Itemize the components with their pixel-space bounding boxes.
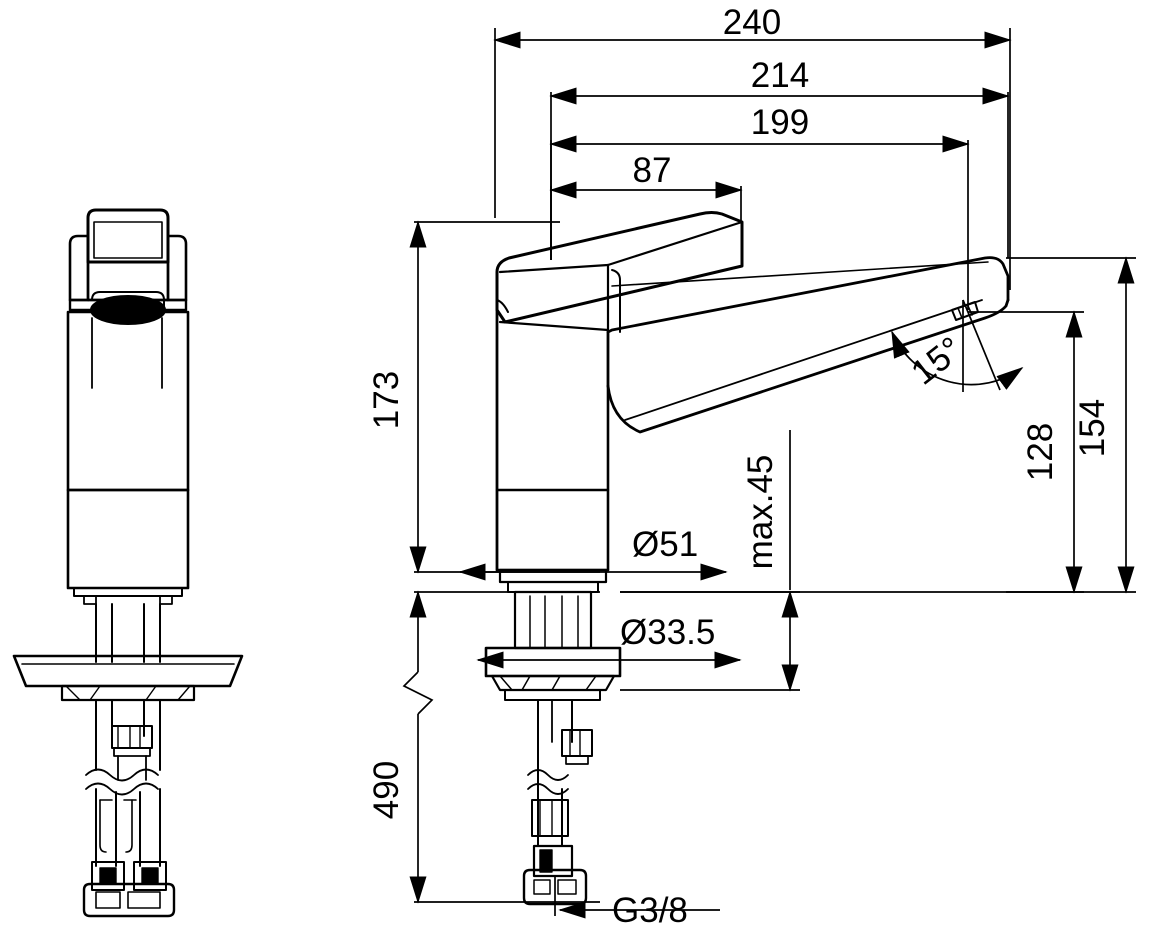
dimension-label-154: 154 xyxy=(1073,399,1112,457)
front-view-faucet xyxy=(12,208,244,918)
dimension-154-line xyxy=(1006,256,1136,594)
side-view-faucet xyxy=(484,211,1010,906)
dimension-label-128: 128 xyxy=(1021,423,1060,481)
dimension-15deg-arc xyxy=(891,299,1024,392)
dimension-label-199: 199 xyxy=(751,103,809,142)
dimension-label-490: 490 xyxy=(367,761,406,819)
dimension-label-g38: G3/8 xyxy=(612,891,688,930)
dimension-label-173: 173 xyxy=(367,371,406,429)
dimension-label-d51: Ø51 xyxy=(632,525,698,564)
dimension-label-87: 87 xyxy=(633,151,672,190)
dimension-240-line xyxy=(493,28,1012,290)
dimension-label-max45: max.45 xyxy=(741,455,780,570)
dimension-label-15deg: 15° xyxy=(904,329,970,392)
dimension-87-line xyxy=(549,181,743,260)
dimension-label-d335: Ø33.5 xyxy=(620,613,715,652)
dimension-g38-leader xyxy=(554,876,720,919)
dimension-label-214: 214 xyxy=(751,56,809,95)
dimension-label-240: 240 xyxy=(723,3,781,42)
